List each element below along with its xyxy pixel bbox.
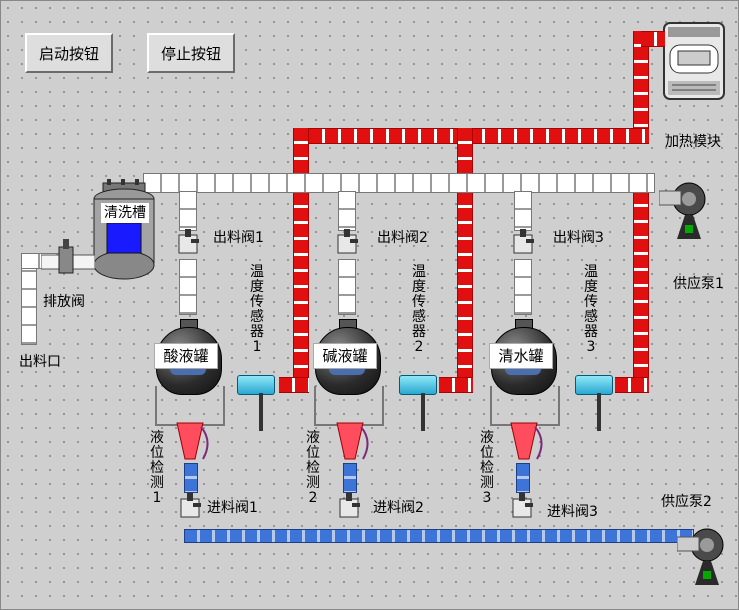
drain-valve-icon[interactable]: [40, 239, 96, 275]
temp-probe-2: [421, 393, 425, 431]
supply-pipe-tank-3: [514, 259, 532, 315]
temp-sensor-1-icon[interactable]: [237, 375, 275, 395]
inlet-valve-1-label: 进料阀1: [207, 500, 258, 516]
temp-sensor-2-label: 温度传感器2: [412, 264, 426, 355]
drain-valve-label: 排放阀: [43, 294, 85, 310]
hot-pipe-return-2: [439, 377, 473, 393]
stop-button[interactable]: 停止按钮: [147, 33, 235, 73]
hot-pipe-return-3: [615, 377, 649, 393]
inlet-valve-2-label: 进料阀2: [373, 500, 424, 516]
level-sensor-1-icon[interactable]: [173, 419, 213, 465]
level-sensor-3-icon[interactable]: [507, 419, 547, 465]
acid-tank-label: 酸液罐: [154, 343, 218, 369]
level-sensor-2-icon[interactable]: [333, 419, 373, 465]
supply-pipe-tank-1: [179, 259, 197, 315]
supply-pipe-drop-2: [338, 191, 356, 231]
inlet-valve-1-icon[interactable]: [179, 493, 201, 523]
outlet-valve-1-label: 出料阀1: [213, 230, 264, 246]
supply-pump-1-label: 供应泵1: [673, 276, 724, 292]
alkali-tank-label: 碱液罐: [313, 343, 377, 369]
wash-tank-icon[interactable]: 清洗槽: [93, 179, 155, 283]
supply-pipe-drop-1: [179, 191, 197, 231]
feed-pipe-riser-3: [516, 463, 530, 493]
supply-pump-2-icon[interactable]: [676, 523, 725, 585]
outlet-valve-2-icon[interactable]: [336, 229, 358, 259]
temp-sensor-3-label: 温度传感器3: [584, 264, 598, 355]
temp-sensor-3-icon[interactable]: [575, 375, 613, 395]
inlet-valve-3-icon[interactable]: [511, 493, 533, 523]
outlet-label: 出料口: [19, 354, 61, 370]
heater-module-icon[interactable]: [662, 21, 726, 103]
water-tank-label: 清水罐: [489, 343, 553, 369]
supply-pipe-drop-3: [514, 191, 532, 231]
supply-pipe-header: [143, 173, 655, 193]
inlet-valve-3-label: 进料阀3: [547, 504, 598, 520]
feed-pipe-riser-2: [343, 463, 357, 493]
level-detect-1-label: 液位检测1: [150, 430, 164, 506]
start-button[interactable]: 启动按钮: [25, 33, 113, 73]
level-detect-3-label: 液位检测3: [480, 430, 494, 506]
feed-pipe-riser-1: [184, 463, 198, 493]
level-detect-2-label: 液位检测2: [306, 430, 320, 506]
hot-pipe-branch-3: [633, 191, 649, 386]
supply-pump-2-label: 供应泵2: [661, 494, 712, 510]
feed-pipe-header: [184, 529, 694, 543]
supply-pump-1-icon[interactable]: [658, 177, 707, 239]
inlet-valve-2-icon[interactable]: [338, 493, 360, 523]
outlet-valve-2-label: 出料阀2: [377, 230, 428, 246]
supply-pipe-tank-2: [338, 259, 356, 315]
temp-sensor-1-label: 温度传感器1: [250, 264, 264, 355]
hot-pipe-branch-2: [457, 128, 473, 386]
outlet-valve-1-icon[interactable]: [177, 229, 199, 259]
temp-sensor-2-icon[interactable]: [399, 375, 437, 395]
temp-probe-1: [259, 393, 263, 431]
temp-probe-3: [597, 393, 601, 431]
outlet-valve-3-icon[interactable]: [512, 229, 534, 259]
heater-label: 加热模块: [665, 134, 721, 150]
hot-pipe-heater-link: [641, 31, 665, 47]
wash-tank-label: 清洗槽: [101, 203, 149, 223]
hot-pipe-branch-1: [293, 128, 309, 386]
hot-pipe-return-1: [279, 377, 309, 393]
hot-pipe-riser: [633, 31, 649, 143]
outlet-valve-3-label: 出料阀3: [553, 230, 604, 246]
